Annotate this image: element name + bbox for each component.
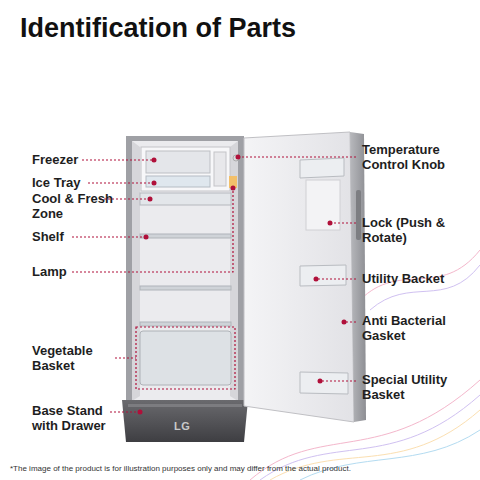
base-stand <box>122 400 248 442</box>
shelf <box>140 234 231 238</box>
disclaimer-caption: *The image of the product is for illustr… <box>10 464 351 474</box>
part-label: Utility Backet <box>362 271 474 286</box>
part-label: Ice Tray <box>32 175 122 190</box>
part-label: Lamp <box>32 264 122 279</box>
cabinet-interior <box>132 141 238 401</box>
leader-dots <box>138 155 347 415</box>
part-label: Cool & Fresh Zone <box>32 191 124 221</box>
part-label: Lock (Push & Rotate) <box>362 215 474 245</box>
part-label: Vegetable Basket <box>32 343 112 373</box>
freezer <box>141 147 230 191</box>
part-label: Anti Bacterial Gasket <box>362 313 474 343</box>
part-label: Freezer <box>32 152 122 167</box>
cabinet-frame <box>126 136 244 404</box>
part-label: Temperature Control Knob <box>362 142 474 172</box>
part-label: Shelf <box>32 229 122 244</box>
door <box>244 132 354 422</box>
vegetable-basket <box>140 331 231 385</box>
brand-logo: LG <box>174 420 204 432</box>
page-title: Identification of Parts <box>20 12 296 44</box>
part-label: Special Utility Basket <box>362 372 474 402</box>
leader-lines <box>72 157 356 412</box>
part-label: Base Stand with Drawer <box>32 403 112 433</box>
